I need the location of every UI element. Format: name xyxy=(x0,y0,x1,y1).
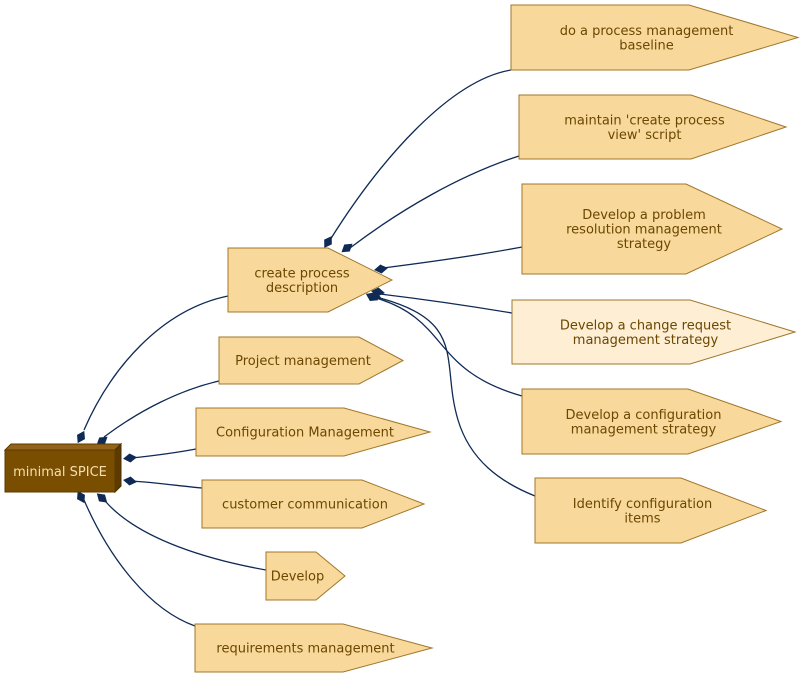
node-shape xyxy=(510,4,800,71)
edge-root-to-create_process_description xyxy=(77,295,229,444)
node-label-line: maintain 'create process xyxy=(564,113,725,128)
edge-create_process_description-to-change_request xyxy=(371,287,513,314)
edge-line xyxy=(103,380,220,438)
node-shape xyxy=(227,247,394,313)
node-shape xyxy=(511,299,797,365)
diamond-marker-icon xyxy=(324,236,332,248)
edge-root-to-project_management xyxy=(96,380,220,446)
root-node-label: minimal SPICE xyxy=(13,465,107,480)
node-shape xyxy=(521,388,783,455)
diamond-marker-icon xyxy=(365,293,379,301)
node-label-line: resolution management xyxy=(566,223,722,238)
diamond-marker-icon xyxy=(96,436,108,446)
node-shape xyxy=(521,183,784,275)
edge-root-to-configuration_management xyxy=(123,448,197,463)
node-customer-communication[interactable]: customer communication xyxy=(201,479,426,529)
edge-line xyxy=(131,480,203,489)
diamond-marker-icon xyxy=(77,490,85,504)
edge-line xyxy=(83,499,196,627)
node-label-line: baseline xyxy=(619,38,673,53)
edge-line xyxy=(131,448,197,459)
node-label-line: customer communication xyxy=(222,498,388,513)
edge-line xyxy=(83,295,229,431)
diamond-marker-icon xyxy=(371,287,385,297)
node-shape xyxy=(194,623,434,673)
node-shape xyxy=(218,336,405,385)
node-label-line: description xyxy=(266,281,338,296)
edge-root-to-customer_communication xyxy=(123,476,203,489)
node-shape xyxy=(518,94,788,160)
node-label-line: items xyxy=(624,511,660,526)
diamond-marker-icon xyxy=(374,264,388,274)
node-label-line: management strategy xyxy=(573,333,719,348)
node-shape xyxy=(534,477,768,544)
node-requirements-management[interactable]: requirements management xyxy=(194,623,434,673)
node-label-line: Develop a change request xyxy=(560,318,731,333)
node-develop[interactable]: Develop xyxy=(265,551,346,601)
edge-create_process_description-to-identify_items xyxy=(365,293,536,497)
diamond-marker-icon xyxy=(96,493,108,503)
edge-create_process_description-to-problem_resolution xyxy=(374,246,523,274)
node-label-line: Develop a problem xyxy=(582,208,706,223)
diamond-marker-icon xyxy=(341,243,353,253)
edge-line xyxy=(349,155,520,249)
root-node-side xyxy=(114,442,122,494)
diamond-marker-icon xyxy=(77,430,85,444)
node-label-line: view' script xyxy=(608,128,682,143)
edges xyxy=(77,69,536,627)
edge-line xyxy=(382,246,523,269)
node-shape xyxy=(195,407,432,457)
edge-create_process_description-to-maintain_script xyxy=(341,155,520,253)
node-label-line: strategy xyxy=(617,237,672,252)
edge-line xyxy=(379,293,513,314)
root-node[interactable]: minimal SPICE xyxy=(3,442,123,494)
edge-line xyxy=(371,295,536,497)
node-label-line: requirements management xyxy=(216,642,394,657)
edge-create_process_description-to-process_management_baseline xyxy=(324,69,512,248)
node-label-line: create process xyxy=(254,266,350,281)
diamond-marker-icon xyxy=(123,476,137,486)
node-shape xyxy=(201,479,426,529)
node-label-line: Develop a configuration xyxy=(566,408,722,423)
node-label-line: Project management xyxy=(235,354,371,369)
root-node-face xyxy=(4,449,116,493)
node-shape xyxy=(265,551,346,601)
root-node-top xyxy=(3,443,123,451)
edge-line xyxy=(105,501,267,571)
edge-root-to-requirements_management xyxy=(77,490,196,627)
node-label-line: Identify configuration xyxy=(573,497,712,512)
nodes: minimal SPICE create processdescriptionPr… xyxy=(3,4,800,673)
node-label-line: management strategy xyxy=(571,422,717,437)
edge-root-to-develop xyxy=(96,493,267,571)
node-label-line: Configuration Management xyxy=(216,426,394,441)
edge-line xyxy=(375,297,523,397)
node-configuration-management[interactable]: Configuration Management xyxy=(195,407,432,457)
node-label-line: do a process management xyxy=(560,24,734,39)
diamond-marker-icon xyxy=(123,453,137,463)
node-project-management[interactable]: Project management xyxy=(218,336,405,385)
edge-line xyxy=(329,69,512,241)
node-label-line: Develop xyxy=(271,570,325,585)
